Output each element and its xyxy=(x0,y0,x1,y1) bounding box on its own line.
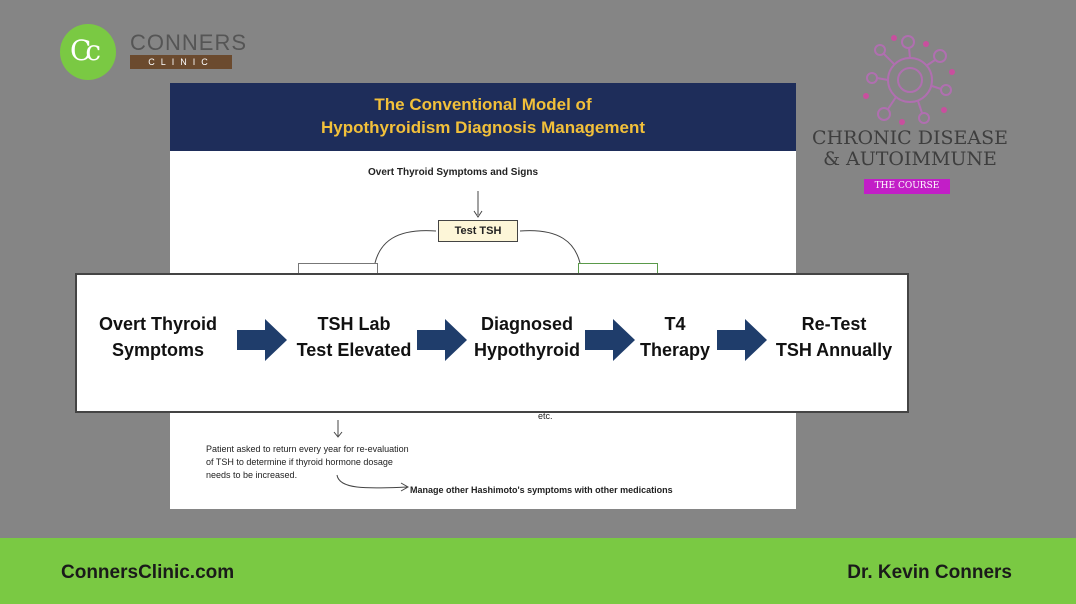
step-retest-tsh: Re-Test TSH Annually xyxy=(767,311,901,363)
slide-header: The Conventional Model of Hypothyroidism… xyxy=(170,83,796,151)
course-title-line1: CHRONIC DISEASE xyxy=(812,127,1008,149)
note-line1: Patient asked to return every year for r… xyxy=(206,444,409,454)
note-line2: of TSH to determine if thyroid hormone d… xyxy=(206,457,393,467)
slide-title-line2: Hypothyroidism Diagnosis Management xyxy=(321,118,645,137)
step-line1: TSH Lab xyxy=(317,314,391,334)
step-t4-therapy: T4 Therapy xyxy=(633,311,717,363)
note-line3: needs to be increased. xyxy=(206,470,298,480)
etc-text: etc. xyxy=(538,411,553,421)
logo-name: CONNERS xyxy=(130,30,248,55)
step-diagnosed: Diagnosed Hypothyroid xyxy=(465,311,589,363)
doctor-name: Dr. Kevin Conners xyxy=(847,562,1012,583)
step-line2: Symptoms xyxy=(111,340,205,360)
footer-bar: ConnersClinic.com Dr. Kevin Conners xyxy=(0,538,1076,604)
slide-title-line1: The Conventional Model of xyxy=(374,95,592,114)
arrow-right-icon xyxy=(237,319,287,361)
step-line1: Overt Thyroid xyxy=(98,314,218,334)
curved-arrow-icon xyxy=(336,474,410,492)
right-branch-box xyxy=(578,263,658,275)
slide-connectors xyxy=(374,191,581,264)
arrow-right-icon xyxy=(417,319,467,361)
symptoms-label: Overt Thyroid Symptoms and Signs xyxy=(368,167,539,178)
step-line2: TSH Annually xyxy=(775,340,893,360)
step-line2: Therapy xyxy=(639,340,711,360)
website-text: ConnersClinic.com xyxy=(61,562,235,583)
course-title: CHRONIC DISEASE & AUTOIMMUNE xyxy=(804,128,1016,170)
step-overt-symptoms: Overt Thyroid Symptoms xyxy=(79,311,237,363)
video-frame: Cc CONNERS CLINIC The Conventional Model… xyxy=(60,24,1016,509)
arrow-right-icon xyxy=(585,319,635,361)
cc-logo-icon: Cc xyxy=(60,24,116,80)
step-line1: Diagnosed xyxy=(480,314,573,334)
annual-note: Patient asked to return every year for r… xyxy=(206,443,409,482)
test-tsh-box: Test TSH xyxy=(438,220,518,242)
logo-sub: CLINIC xyxy=(130,55,232,69)
course-title-line2: & AUTOIMMUNE xyxy=(823,148,997,170)
chronic-disease-course-logo: CHRONIC DISEASE & AUTOIMMUNE THE COURSE xyxy=(804,34,1016,204)
molecule-icon xyxy=(863,35,955,125)
flow-overlay-card: Overt Thyroid Symptoms TSH Lab Test Elev… xyxy=(75,273,909,413)
slide-title: The Conventional Model of Hypothyroidism… xyxy=(170,93,796,139)
arrow-right-icon xyxy=(717,319,767,361)
left-branch-box xyxy=(298,263,378,275)
manage-text: Manage other Hashimoto's symptoms with o… xyxy=(410,485,673,495)
course-tag: THE COURSE xyxy=(864,179,950,194)
step-line2: Test Elevated xyxy=(296,340,412,360)
conners-clinic-logo: Cc CONNERS CLINIC xyxy=(60,24,246,82)
step-line2: Hypothyroid xyxy=(474,340,580,360)
step-line1: Re-Test xyxy=(801,314,867,334)
step-tsh-elevated: TSH Lab Test Elevated xyxy=(287,311,421,363)
step-line1: T4 xyxy=(664,314,686,334)
down-arrow-icon xyxy=(333,420,343,438)
